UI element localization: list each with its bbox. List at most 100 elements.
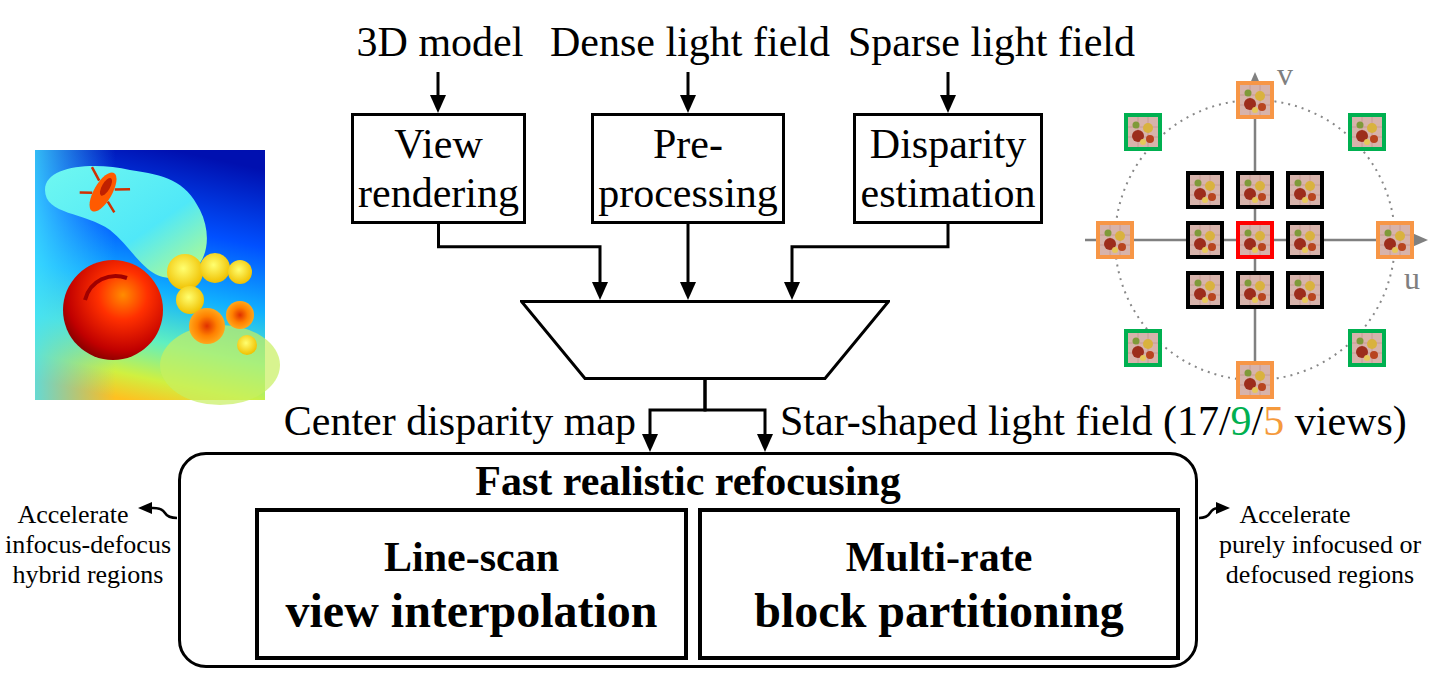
process-box: View rendering: [351, 113, 526, 224]
axis-label: v: [1277, 58, 1293, 90]
view-grid-figure: [1238, 363, 1272, 397]
view-grid-figure: [1188, 223, 1222, 257]
disparity-map-figure: [98, 176, 115, 197]
view-grid-figure: [1240, 365, 1270, 395]
view-grid-figure: [1238, 273, 1272, 307]
disparity-map-figure: [63, 260, 163, 360]
view-grid-figure: [1128, 117, 1158, 147]
view-grid-figure: [1238, 363, 1272, 397]
view-grid-figure: [1350, 115, 1384, 149]
node-label: Pre-processing: [598, 120, 778, 217]
view-grid-figure: [1098, 223, 1132, 257]
process-box: Pre-processing: [591, 113, 785, 224]
view-grid-figure: [1288, 173, 1322, 207]
view-grid-figure: [1188, 173, 1222, 207]
view-grid-figure: [1378, 223, 1412, 257]
view-grid-figure: [1290, 275, 1320, 305]
edge-label: Star-shaped light field (17/9/5 views): [778, 400, 1409, 442]
view-grid-figure: [1350, 331, 1384, 365]
flow-arrow: [439, 224, 601, 292]
view-grid-figure: [1288, 273, 1322, 307]
disparity-map-figure: [226, 301, 254, 329]
view-grid-figure: [1240, 175, 1270, 205]
label-part: views): [1284, 398, 1406, 444]
view-grid-figure: [1190, 175, 1220, 205]
view-grid-figure: [1288, 173, 1322, 207]
view-grid-figure: [1288, 223, 1322, 257]
disparity-map-figure: [228, 260, 252, 284]
view-grid-figure: [1352, 333, 1382, 363]
disparity-map-figure: [73, 162, 133, 222]
input-arrow: [437, 72, 440, 105]
view-grid-figure: [1126, 331, 1160, 365]
view-grid-figure: [1126, 115, 1160, 149]
view-grid-figure: [1188, 273, 1222, 307]
trapezoid-outline: [520, 300, 890, 380]
view-grid-figure: [1188, 173, 1222, 207]
node-label: Disparity estimation: [860, 120, 1036, 217]
side-note: Accelerate purely infocused or defocused…: [1206, 500, 1434, 590]
input-arrow: [947, 72, 950, 105]
disparity-map-figure: [237, 335, 257, 355]
view-grid-figure: [1290, 175, 1320, 205]
view-grid-figure: [1238, 223, 1272, 257]
view-grid-figure: [1188, 223, 1222, 257]
axis-label: u: [1404, 262, 1420, 294]
flow-arrow: [792, 224, 948, 292]
trapezoid-shape: [522, 302, 889, 379]
side-note: Accelerate infocus-defocus hybrid region…: [2, 500, 174, 590]
view-grid-figure: [1380, 225, 1410, 255]
disparity-map-figure: [35, 150, 280, 405]
leader-arrow: [145, 508, 177, 518]
view-grid-figure: [1098, 223, 1132, 257]
view-grid-figure: [1378, 223, 1412, 257]
view-grid-figure: [1126, 115, 1160, 149]
disparity-map-figure: [189, 308, 225, 344]
view-grid-figure: [1350, 115, 1384, 149]
view-count: 17: [1177, 398, 1219, 444]
disparity-map-figure: [85, 276, 127, 300]
input-arrow: [687, 72, 690, 105]
label-part: /: [1219, 398, 1231, 444]
line-spacer: [587, 530, 676, 531]
view-grid-figure: [1100, 225, 1130, 255]
view-grid-figure: [1085, 80, 1420, 397]
view-grid-figure: [1238, 83, 1272, 117]
view-grid-figure: [1238, 173, 1272, 207]
process-box: Disparity estimation: [853, 113, 1043, 224]
node-label: Multi-rate block partitioning: [710, 530, 1168, 638]
input-arrow: [438, 72, 948, 105]
node-label: Line-scan view interpolation: [267, 530, 676, 638]
view-grid-figure: [1238, 173, 1272, 207]
view-count: 9: [1231, 398, 1252, 444]
label-part: /: [1252, 398, 1264, 444]
module-box: Multi-rate block partitioning: [698, 508, 1180, 660]
disparity-map-figure: [78, 167, 130, 213]
line-spacer: [144, 500, 174, 501]
line-spacer: [1054, 530, 1168, 531]
leader-arrow: [1199, 508, 1223, 518]
view-grid-figure: [1290, 225, 1320, 255]
module-frame: Fast realistic refocusingLine-scan view …: [178, 452, 1198, 668]
line-spacer: [710, 530, 824, 531]
view-grid-figure: [1126, 331, 1160, 365]
node-label: View rendering: [358, 120, 519, 217]
module-box: Line-scan view interpolation: [255, 508, 688, 660]
view-grid-figure: [1128, 333, 1158, 363]
edge-label: Center disparity map: [282, 400, 638, 442]
view-grid-figure: [1240, 85, 1270, 115]
view-count: 5: [1263, 398, 1284, 444]
flow-arrow: [650, 380, 705, 444]
group-title: Fast realistic refocusing: [181, 455, 1195, 505]
view-grid-figure: [1238, 83, 1272, 117]
view-grid-figure: [1238, 223, 1272, 257]
view-grid-figure: [1190, 275, 1220, 305]
input-label: Sparse light field: [848, 18, 1135, 66]
disparity-map-figure: [167, 254, 203, 290]
line-spacer: [1364, 500, 1434, 501]
line-spacer: [267, 530, 356, 531]
view-grid-figure: [1238, 273, 1272, 307]
multiplexer-trapezoid: [520, 300, 890, 380]
view-grid-figure: [1190, 225, 1220, 255]
